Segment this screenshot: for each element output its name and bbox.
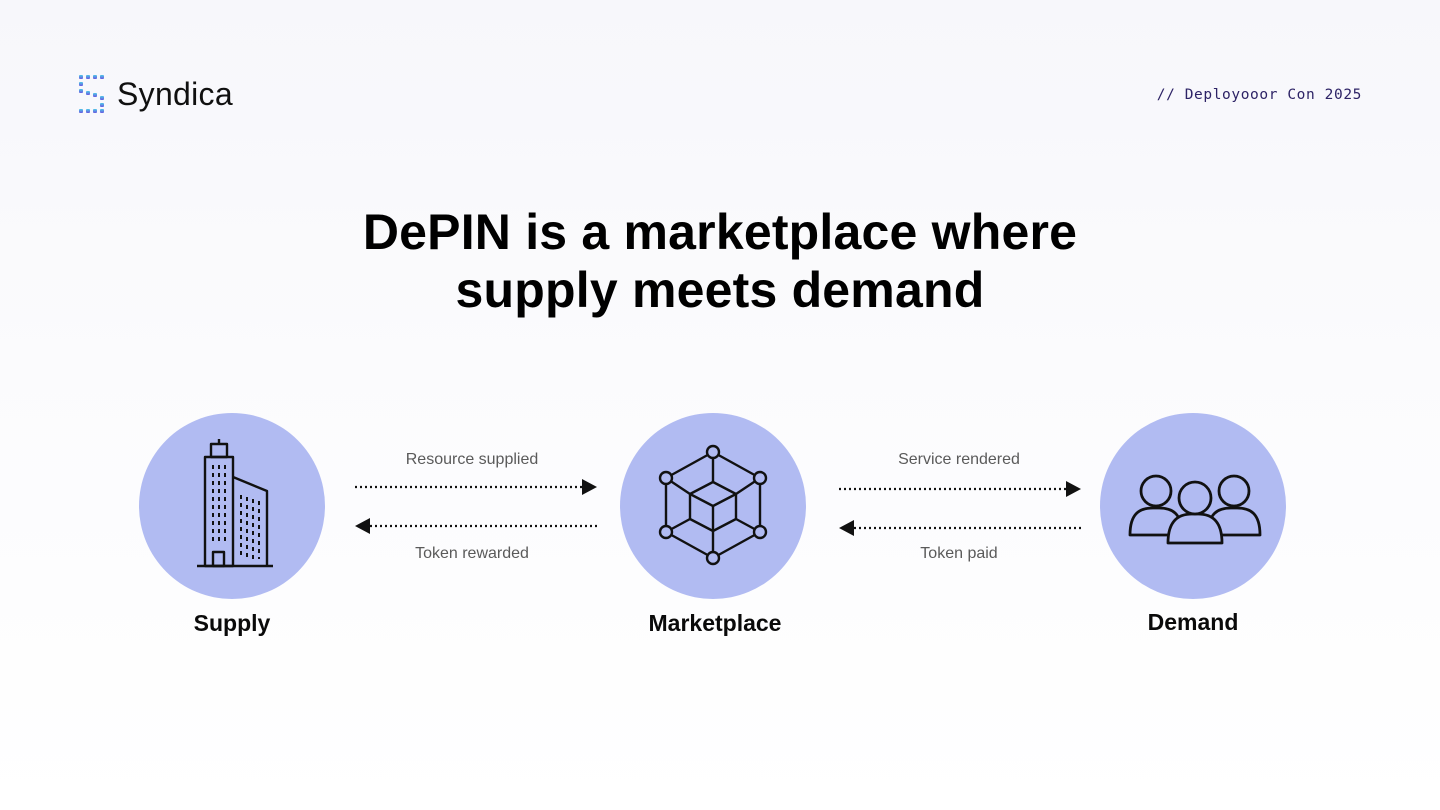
- arrow-marketplace-to-demand: [839, 481, 1081, 497]
- event-name: // Deployooor Con 2025: [1156, 87, 1362, 103]
- network-cube-icon: [658, 444, 768, 566]
- users-group-icon: [1128, 474, 1262, 545]
- demand-node: [1100, 413, 1286, 599]
- supply-label: Supply: [193, 610, 271, 636]
- flow-label-resource-supplied: Resource supplied: [405, 451, 539, 468]
- flow-label-service-rendered: Service rendered: [898, 451, 1020, 468]
- building-icon: [197, 439, 273, 568]
- syndica-logo-icon: [79, 75, 104, 113]
- slide-title: DePIN is a marketplace where supply meet…: [0, 203, 1440, 319]
- arrow-demand-to-marketplace: [839, 520, 1081, 536]
- arrow-marketplace-to-supply: [355, 518, 597, 534]
- flow-label-token-paid: Token paid: [920, 545, 998, 562]
- demand-label: Demand: [1147, 609, 1239, 635]
- brand-name: Syndica: [117, 75, 233, 112]
- flow-label-token-rewarded: Token rewarded: [415, 545, 529, 562]
- slide-title-line-1: DePIN is a marketplace where: [362, 204, 1078, 260]
- marketplace-node: [620, 413, 806, 599]
- brand: Syndica: [76, 72, 233, 116]
- supply-node: [139, 413, 325, 599]
- arrow-supply-to-marketplace: [355, 479, 597, 495]
- slide-title-line-2: supply meets demand: [455, 262, 985, 318]
- marketplace-label: Marketplace: [648, 610, 782, 636]
